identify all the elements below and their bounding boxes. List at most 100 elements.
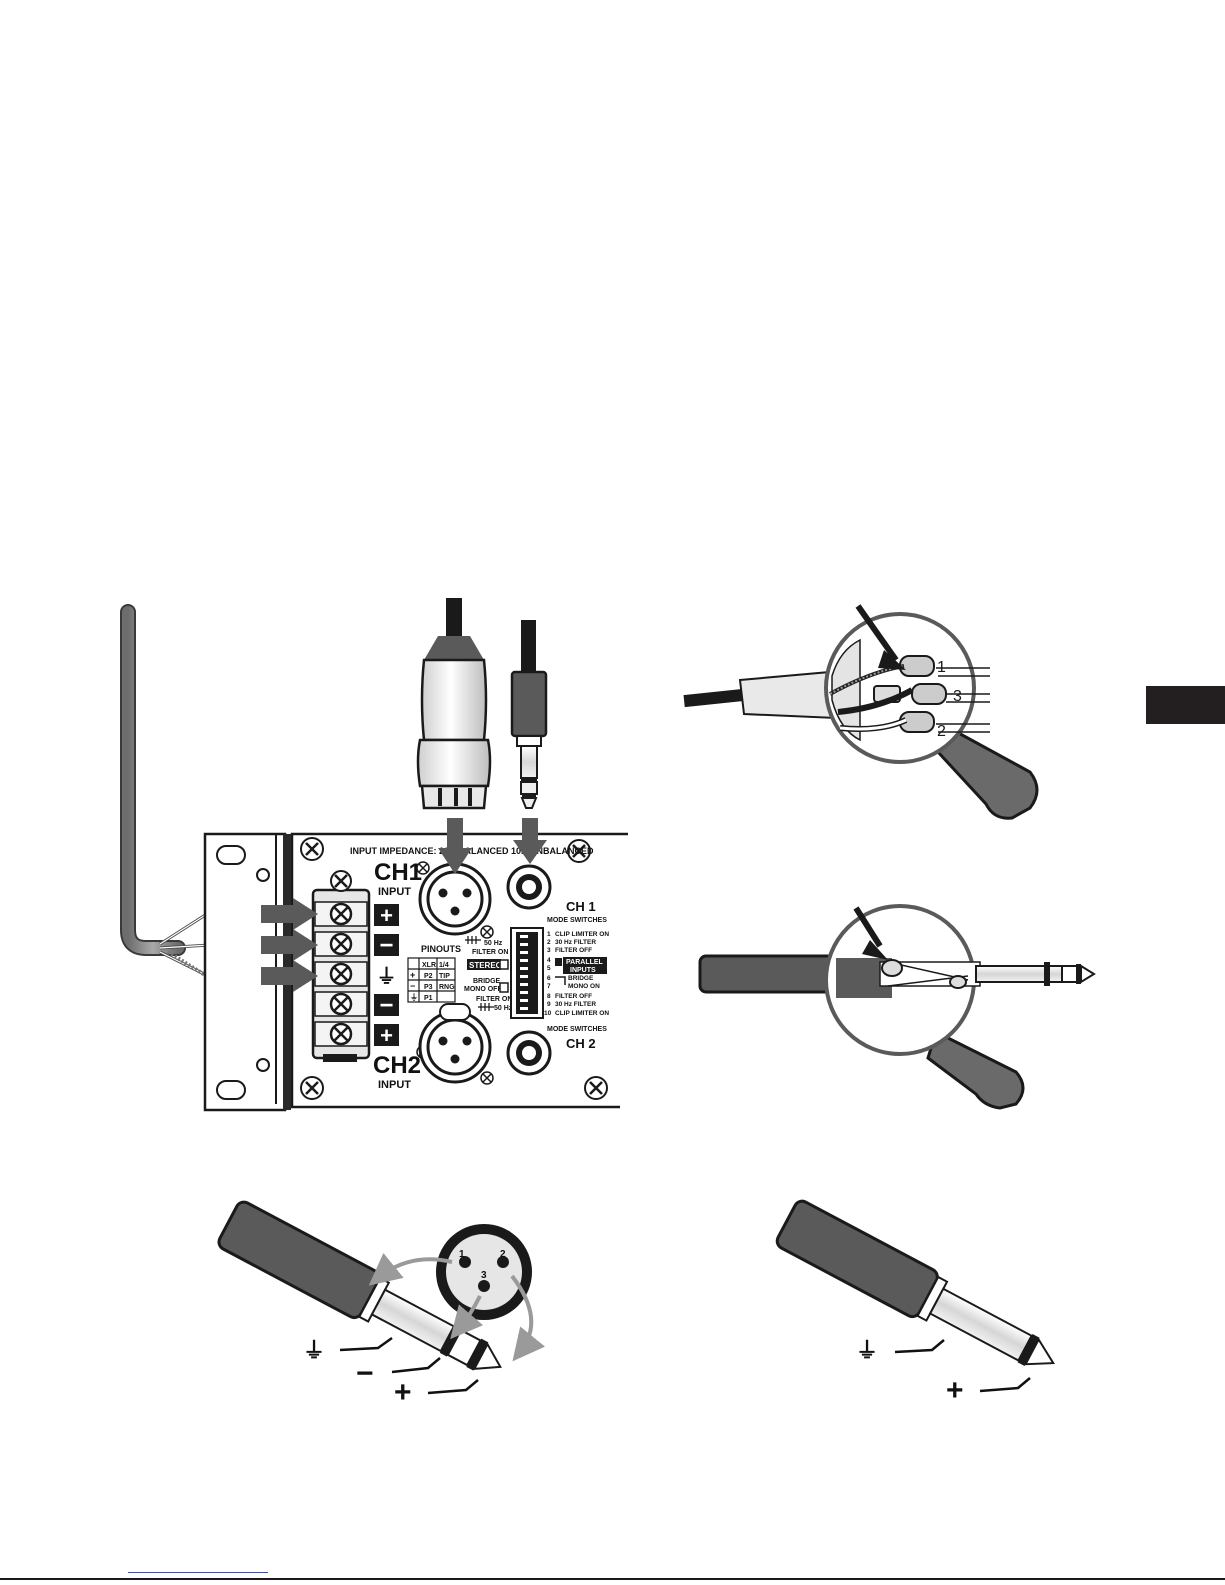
- pinouts-header-xlr: XLR: [422, 962, 436, 969]
- terminal-screw: [314, 1021, 368, 1047]
- impedance-label: INPUT IMPEDANCE: 20K BALANCED 10K UNBALA…: [350, 846, 594, 856]
- terminal-screw: [314, 901, 368, 927]
- ch2-title: CH2: [373, 1052, 421, 1079]
- parallel-label: INPUTS: [570, 967, 596, 974]
- filter-top-freq: 50 Hz: [484, 940, 503, 947]
- xlr-pin-label: 3: [481, 1270, 487, 1281]
- pinouts-row-minus: −: [410, 981, 415, 991]
- filter-bottom-freq: 50 Hz: [494, 1005, 513, 1012]
- mode-switch-labels: 1 CLIP LIMITER ON 2 30 Hz FILTER 3 FILTE…: [544, 931, 609, 1017]
- stereo-label: STEREO: [469, 961, 502, 970]
- dip-switch-block: [510, 927, 544, 1019]
- quarter-inch-jack-ch1: [506, 864, 552, 910]
- section-tab: [1146, 686, 1225, 724]
- switch-label: BRIDGE: [568, 975, 594, 982]
- switch-label: CLIP LIMITER ON: [555, 1010, 609, 1017]
- ground-sign: ⏚: [303, 1338, 325, 1363]
- xlr-pin-label: 1: [459, 1249, 465, 1260]
- magnifier-handle: [936, 721, 1039, 820]
- pinouts-header-quarter: 1/4: [439, 962, 449, 969]
- ch2-input-label: INPUT: [378, 1079, 411, 1091]
- terminal-sign-plus: +: [380, 903, 393, 928]
- xlr-socket-ch2: [418, 1010, 492, 1084]
- pinouts-cell: P2: [424, 973, 433, 980]
- switch-num: 6: [547, 975, 551, 982]
- plus-sign: +: [394, 1376, 412, 1409]
- switch-num: 2: [547, 939, 551, 946]
- switch-label: FILTER OFF: [555, 993, 592, 1000]
- ch2-mode-title: CH 2: [566, 1036, 596, 1051]
- switch-label: MONO ON: [568, 983, 600, 990]
- pinouts-cell: P1: [424, 995, 433, 1002]
- trs-pinout-diagram: 1 2 3 ⏚ − +: [217, 1200, 546, 1409]
- pinouts-table: [407, 957, 456, 1003]
- terminal-sign-minus: −: [379, 932, 393, 959]
- quarter-inch-solder-detail: [698, 904, 1096, 1110]
- switch-num: 8: [547, 993, 551, 1000]
- switch-num: 9: [547, 1001, 551, 1008]
- footer-link-underline: [128, 1572, 268, 1573]
- ch1-title: CH1: [374, 859, 422, 886]
- switch-num: 1: [547, 931, 551, 938]
- xlr-pin-label: 2: [500, 1249, 506, 1260]
- panel-screw: [300, 1076, 324, 1100]
- xlr-latch: [439, 1003, 471, 1021]
- ch1-input-label: INPUT: [378, 886, 411, 898]
- xlr-pin-label: 1: [937, 659, 946, 676]
- pinouts-row-ground: ⏚: [410, 993, 418, 1002]
- pin-link-arrow: [510, 1274, 546, 1362]
- trs-plug: [510, 620, 548, 809]
- panel-screw: [300, 837, 324, 861]
- ground-sign: ⏚: [856, 1338, 878, 1363]
- pinouts-cell: TIP: [439, 973, 450, 980]
- plus-sign: +: [946, 1374, 964, 1407]
- pinouts-cell: RNG: [439, 984, 455, 991]
- switch-num: 10: [544, 1010, 552, 1017]
- terminal-screw: [314, 931, 368, 957]
- panel-screw: [584, 1076, 608, 1100]
- xlr-pin-label: 2: [937, 723, 946, 740]
- arrow-right: [261, 960, 318, 992]
- rack-slot: [216, 845, 246, 865]
- footer-rule: [0, 1578, 1225, 1580]
- arrow-down: [513, 818, 547, 864]
- terminal-screw: [314, 991, 368, 1017]
- panel-screw: [416, 861, 430, 875]
- magnifier-handle: [926, 1029, 1025, 1110]
- arrow-right: [261, 929, 318, 961]
- bridge-label: BRIDGE: [473, 978, 501, 985]
- switch-label: FILTER OFF: [555, 947, 592, 954]
- arrow-down: [438, 818, 472, 874]
- pinouts-title: PINOUTS: [421, 944, 461, 954]
- terminal-strip: [311, 870, 371, 1062]
- terminal-sign-minus: −: [379, 992, 393, 1019]
- switch-label: 30 Hz FILTER: [555, 939, 596, 946]
- quarter-inch-jack-ch2: [506, 1030, 552, 1076]
- pinouts-row-plus: +: [410, 970, 415, 980]
- xlr-solder-detail: 1 3 2: [683, 604, 1039, 820]
- parallel-label: PARALLEL: [566, 959, 604, 966]
- terminal-screw: [330, 870, 352, 892]
- switch-num: 5: [547, 965, 551, 972]
- mono-off-label: MONO OFF: [464, 986, 502, 993]
- panel-screw: [567, 839, 591, 863]
- terminal-sign-boxes: + − ⏚ − +: [374, 903, 399, 1048]
- switch-label: CLIP LIMITER ON: [555, 931, 609, 938]
- switch-label: 30 Hz FILTER: [555, 1001, 596, 1008]
- ts-pinout-diagram: ⏚ +: [775, 1199, 1056, 1407]
- arrow-right: [261, 898, 318, 930]
- xlr-socket-ch1: [418, 862, 492, 936]
- filter-top-state: FILTER ON: [472, 949, 508, 956]
- pinouts-cell: P3: [424, 984, 433, 991]
- ch1-mode-subtitle: MODE SWITCHES: [547, 917, 607, 924]
- xlr-pin-label: 3: [953, 688, 962, 705]
- ch1-mode-title: CH 1: [566, 899, 596, 914]
- rack-slot: [216, 1080, 246, 1100]
- switch-num: 7: [547, 983, 551, 990]
- filter-bottom-state: FILTER ON: [476, 996, 512, 1003]
- switch-num: 4: [547, 957, 551, 964]
- panel-screw: [480, 1071, 494, 1085]
- minus-sign: −: [356, 1357, 374, 1390]
- ch2-mode-subtitle: MODE SWITCHES: [547, 1026, 607, 1033]
